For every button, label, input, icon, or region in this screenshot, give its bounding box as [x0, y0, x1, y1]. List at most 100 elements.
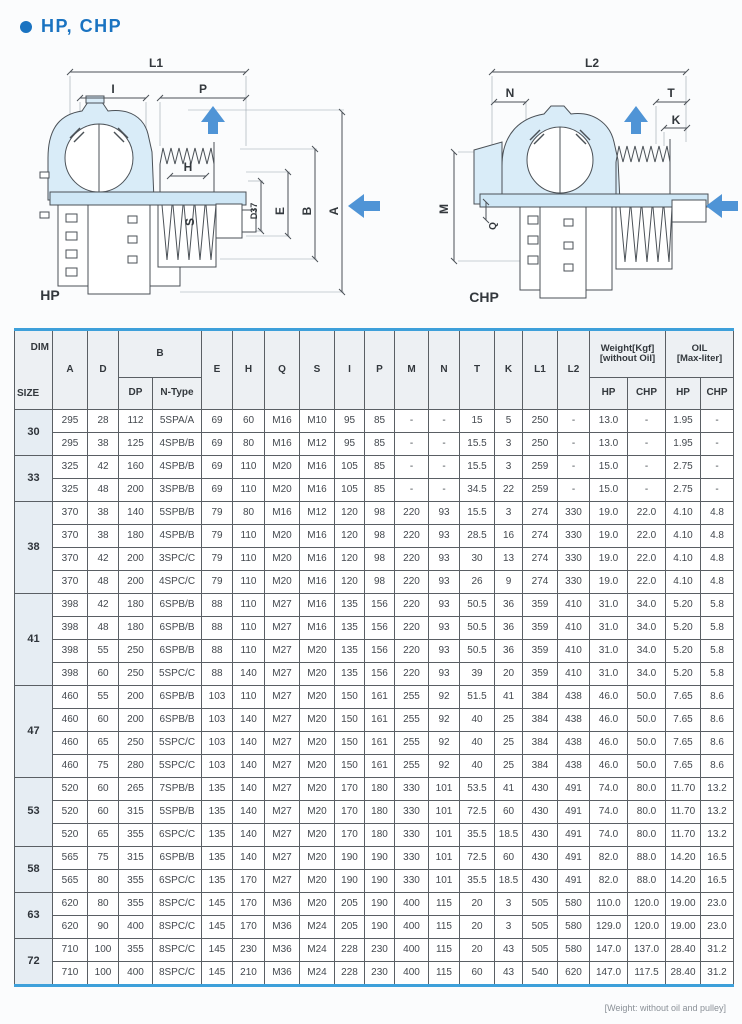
table-cell: 438: [557, 754, 591, 778]
table-cell: 145: [201, 961, 234, 986]
table-cell: 170: [334, 777, 366, 801]
chp-diagram: L2 N T K M Q CHP: [437, 56, 738, 305]
table-cell: -: [394, 478, 430, 502]
weight-title: Weight[Kgf]: [600, 343, 655, 355]
table-cell: 50.0: [627, 685, 667, 709]
table-cell: 150: [334, 685, 366, 709]
table-cell: 156: [364, 616, 396, 640]
table-cell: 145: [201, 892, 234, 916]
table-cell: -: [700, 455, 735, 479]
table-cell: 170: [232, 869, 266, 893]
table-cell: 491: [557, 800, 591, 824]
table-cell: M36: [264, 961, 301, 986]
table-cell: 15.5: [459, 501, 496, 525]
table-cell: 620: [557, 961, 591, 986]
table-cell: 2.75: [665, 478, 702, 502]
table-cell: 79: [201, 501, 234, 525]
table-cell: 95: [334, 432, 366, 456]
table-cell: M36: [264, 915, 301, 939]
table-cell: 3: [494, 455, 524, 479]
table-cell: 491: [557, 869, 591, 893]
table-cell: 400: [118, 961, 153, 986]
col-header-q: Q: [264, 329, 301, 410]
table-cell: 255: [394, 731, 430, 755]
table-cell: 359: [522, 662, 559, 686]
table-cell: -: [627, 455, 667, 479]
table-cell: 55: [87, 639, 119, 663]
table-cell: 180: [364, 823, 396, 847]
table-cell: 520: [52, 800, 88, 824]
table-cell: 69: [201, 478, 234, 502]
table-cell: 18.5: [494, 823, 524, 847]
col-header-l2: L2: [557, 329, 591, 410]
table-cell: 220: [394, 639, 430, 663]
table-cell: 31.0: [589, 639, 629, 663]
dim-label-h: H: [184, 160, 193, 174]
table-cell: M20: [264, 478, 301, 502]
table-cell: 228: [334, 961, 366, 986]
table-cell: 3SPB/B: [151, 478, 203, 502]
table-cell: M16: [299, 524, 336, 548]
table-cell: 135: [201, 869, 234, 893]
table-cell: 80.0: [627, 800, 667, 824]
table-cell: 20: [494, 662, 524, 686]
footer-note: [Weight: without oil and pulley]: [604, 1003, 726, 1013]
table-cell: 120: [334, 524, 366, 548]
table-cell: 370: [52, 570, 88, 594]
table-cell: 92: [428, 731, 461, 755]
table-cell: 15.0: [589, 455, 629, 479]
table-cell: 384: [522, 754, 559, 778]
table-cell: 41: [494, 777, 524, 801]
table-cell: 1.95: [665, 409, 702, 433]
col-header-h: H: [232, 329, 266, 410]
table-cell: 4.8: [700, 524, 735, 548]
table-cell: 355: [118, 938, 153, 962]
table-cell: 161: [364, 708, 396, 732]
col-header-i: I: [334, 329, 366, 410]
table-cell: -: [627, 432, 667, 456]
table-cell: 460: [52, 731, 88, 755]
table-cell: 46.0: [589, 754, 629, 778]
table-cell: M20: [264, 524, 301, 548]
table-cell: 92: [428, 685, 461, 709]
table-cell: 93: [428, 547, 461, 571]
table-cell: 491: [557, 823, 591, 847]
dim-label-n: N: [506, 86, 515, 100]
table-cell: 430: [522, 800, 559, 824]
table-cell: 7.65: [665, 731, 702, 755]
table-cell: 220: [394, 570, 430, 594]
table-cell: 230: [364, 961, 396, 986]
dim-label-q: Q: [488, 222, 499, 230]
table-cell: 259: [522, 455, 559, 479]
table-cell: 34.5: [459, 478, 496, 502]
table-cell: 93: [428, 501, 461, 525]
table-cell: 410: [557, 639, 591, 663]
table-cell: 88: [201, 593, 234, 617]
dim-label-d37: D37: [249, 203, 259, 220]
page-title-text: HP, CHP: [41, 16, 123, 36]
table-cell: 250: [118, 662, 153, 686]
table-cell: 117.5: [627, 961, 667, 986]
table-cell: 19.0: [589, 547, 629, 571]
table-cell: 22.0: [627, 501, 667, 525]
table-cell: 110: [232, 547, 266, 571]
table-cell: 4SPB/B: [151, 432, 203, 456]
table-cell: 135: [201, 777, 234, 801]
col-header-t: T: [459, 329, 496, 410]
table-cell: 491: [557, 777, 591, 801]
table-cell: 7.65: [665, 754, 702, 778]
col-header-oil-chp: CHP: [700, 377, 735, 410]
dim-label-t: T: [667, 86, 675, 100]
table-cell: 8.6: [700, 754, 735, 778]
table-cell: 330: [394, 846, 430, 870]
table-cell: 75: [87, 846, 119, 870]
table-cell: 15.0: [589, 478, 629, 502]
